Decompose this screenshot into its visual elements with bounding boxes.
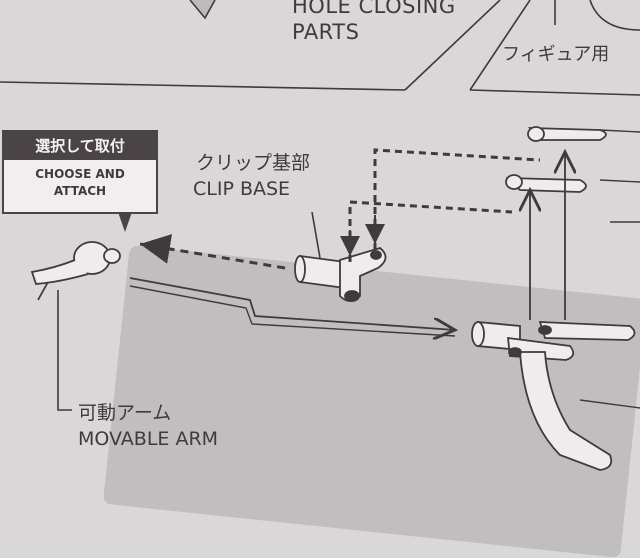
clip-leader-line xyxy=(311,211,321,259)
instruction-diagram xyxy=(0,0,640,471)
dashed-connectors xyxy=(348,148,541,262)
choose-attach-en-line1: CHOOSE AND xyxy=(35,167,125,181)
vertical-arrows xyxy=(530,152,565,320)
choose-attach-en-line2: ATTACH xyxy=(53,184,107,198)
movable-arm-label-jp: 可動アーム xyxy=(78,402,172,424)
figure-label-jp: フィギュア用 xyxy=(502,44,610,65)
dashed-arrow-attach xyxy=(139,234,286,270)
top-frame xyxy=(0,0,640,96)
edge-lines xyxy=(579,129,640,409)
hole-closing-label-line1: HOLE CLOSING xyxy=(292,0,456,18)
choose-attach-jp: 選択して取付 xyxy=(4,132,156,160)
long-arrow-to-stand-edge xyxy=(129,285,456,337)
choose-attach-callout: 選択して取付 CHOOSE AND ATTACH xyxy=(2,130,158,214)
clip-base-part xyxy=(294,246,387,302)
movable-arm-label-en: MOVABLE ARM xyxy=(78,428,219,450)
stand-part xyxy=(471,321,636,471)
clip-base-label-jp: クリップ基部 xyxy=(196,152,311,174)
clip-base-label-en: CLIP BASE xyxy=(193,178,291,200)
callout-pointer xyxy=(118,212,132,232)
arm-leader-line xyxy=(57,290,72,411)
movable-arm-part xyxy=(30,241,121,301)
hole-closing-label-line2: PARTS xyxy=(292,20,360,44)
long-arrow-to-stand xyxy=(129,277,455,330)
